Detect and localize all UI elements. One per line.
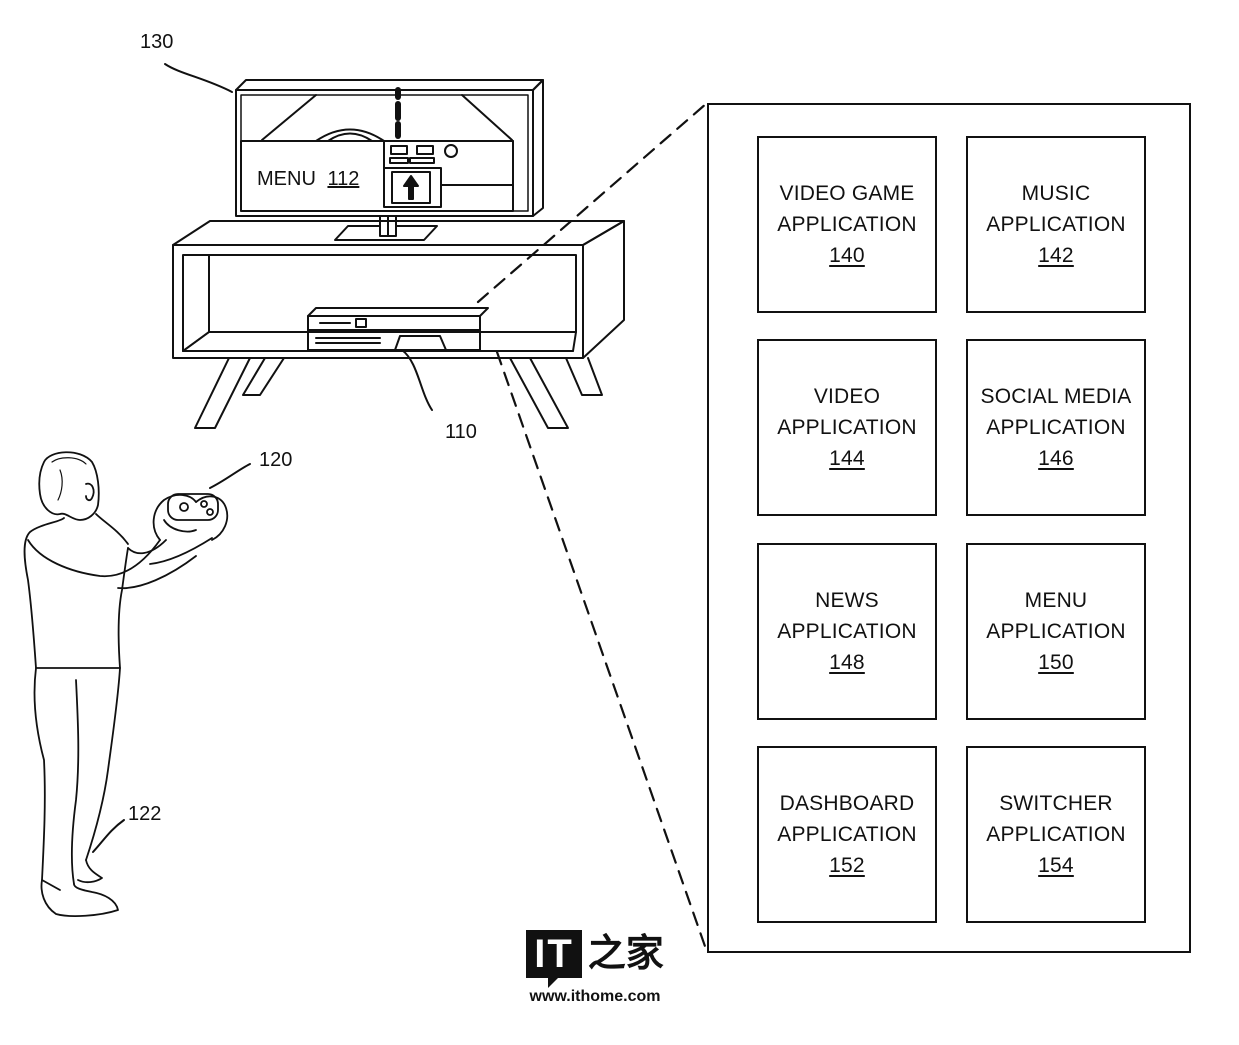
watermark-url: www.ithome.com xyxy=(529,988,661,1005)
menu-ref-number: 112 xyxy=(327,168,359,190)
app-title: MENU xyxy=(1024,589,1088,612)
tv-base xyxy=(334,225,438,241)
game-console xyxy=(307,307,489,351)
user-figure xyxy=(23,451,229,917)
app-subtitle: APPLICATION xyxy=(986,213,1126,236)
display-ref-number: 130 xyxy=(140,31,173,53)
controller-ref-number: 120 xyxy=(259,449,292,471)
app-subtitle: APPLICATION xyxy=(777,823,917,846)
app-title: VIDEO GAME xyxy=(779,182,915,205)
display-leader-line xyxy=(164,63,233,93)
user-leader-line xyxy=(92,819,125,853)
app-video: VIDEO APPLICATION 144 xyxy=(757,339,937,516)
tv-display xyxy=(235,79,544,217)
app-social-media: SOCIAL MEDIA APPLICATION 146 xyxy=(966,339,1146,516)
app-news: NEWS APPLICATION 148 xyxy=(757,543,937,720)
menu-word: MENU xyxy=(257,168,316,190)
console-ref-number: 110 xyxy=(445,421,477,443)
app-title: NEWS xyxy=(815,589,879,612)
ithome-watermark: IT 之家 www.ithome.com xyxy=(500,930,690,1006)
application-panel: VIDEO GAME APPLICATION 140 MUSIC APPLICA… xyxy=(707,103,1191,953)
app-title: VIDEO xyxy=(813,385,881,408)
app-ref-number: 152 xyxy=(829,854,865,877)
app-title: SWITCHER xyxy=(999,792,1113,815)
menu-label: MENU 112 xyxy=(257,168,359,190)
controller-leader-line xyxy=(209,463,251,489)
app-ref-number: 148 xyxy=(829,651,865,674)
logo-latin: IT xyxy=(526,930,582,988)
app-subtitle: APPLICATION xyxy=(986,823,1126,846)
app-subtitle: APPLICATION xyxy=(777,416,917,439)
app-music: MUSIC APPLICATION 142 xyxy=(966,136,1146,313)
app-switcher: SWITCHER APPLICATION 154 xyxy=(966,746,1146,923)
app-dashboard: DASHBOARD APPLICATION 152 xyxy=(757,746,937,923)
callout-lines xyxy=(476,101,709,954)
console-leader-line xyxy=(401,349,433,411)
app-video-game: VIDEO GAME APPLICATION 140 xyxy=(757,136,937,313)
app-title: DASHBOARD xyxy=(779,792,915,815)
app-ref-number: 154 xyxy=(1038,854,1074,877)
app-subtitle: APPLICATION xyxy=(777,213,917,236)
app-ref-number: 144 xyxy=(829,447,865,470)
app-subtitle: APPLICATION xyxy=(777,620,917,643)
app-menu: MENU APPLICATION 150 xyxy=(966,543,1146,720)
app-ref-number: 150 xyxy=(1038,651,1074,674)
media-cabinet xyxy=(172,220,625,429)
app-subtitle: APPLICATION xyxy=(986,620,1126,643)
app-title: SOCIAL MEDIA xyxy=(980,385,1132,408)
app-ref-number: 140 xyxy=(829,244,865,267)
user-ref-number: 122 xyxy=(128,803,161,825)
logo-chinese: 之家 xyxy=(587,933,664,975)
ithome-logo: IT 之家 xyxy=(526,930,664,988)
app-ref-number: 146 xyxy=(1038,447,1074,470)
app-title: MUSIC xyxy=(1021,182,1091,205)
app-subtitle: APPLICATION xyxy=(986,416,1126,439)
app-ref-number: 142 xyxy=(1038,244,1074,267)
